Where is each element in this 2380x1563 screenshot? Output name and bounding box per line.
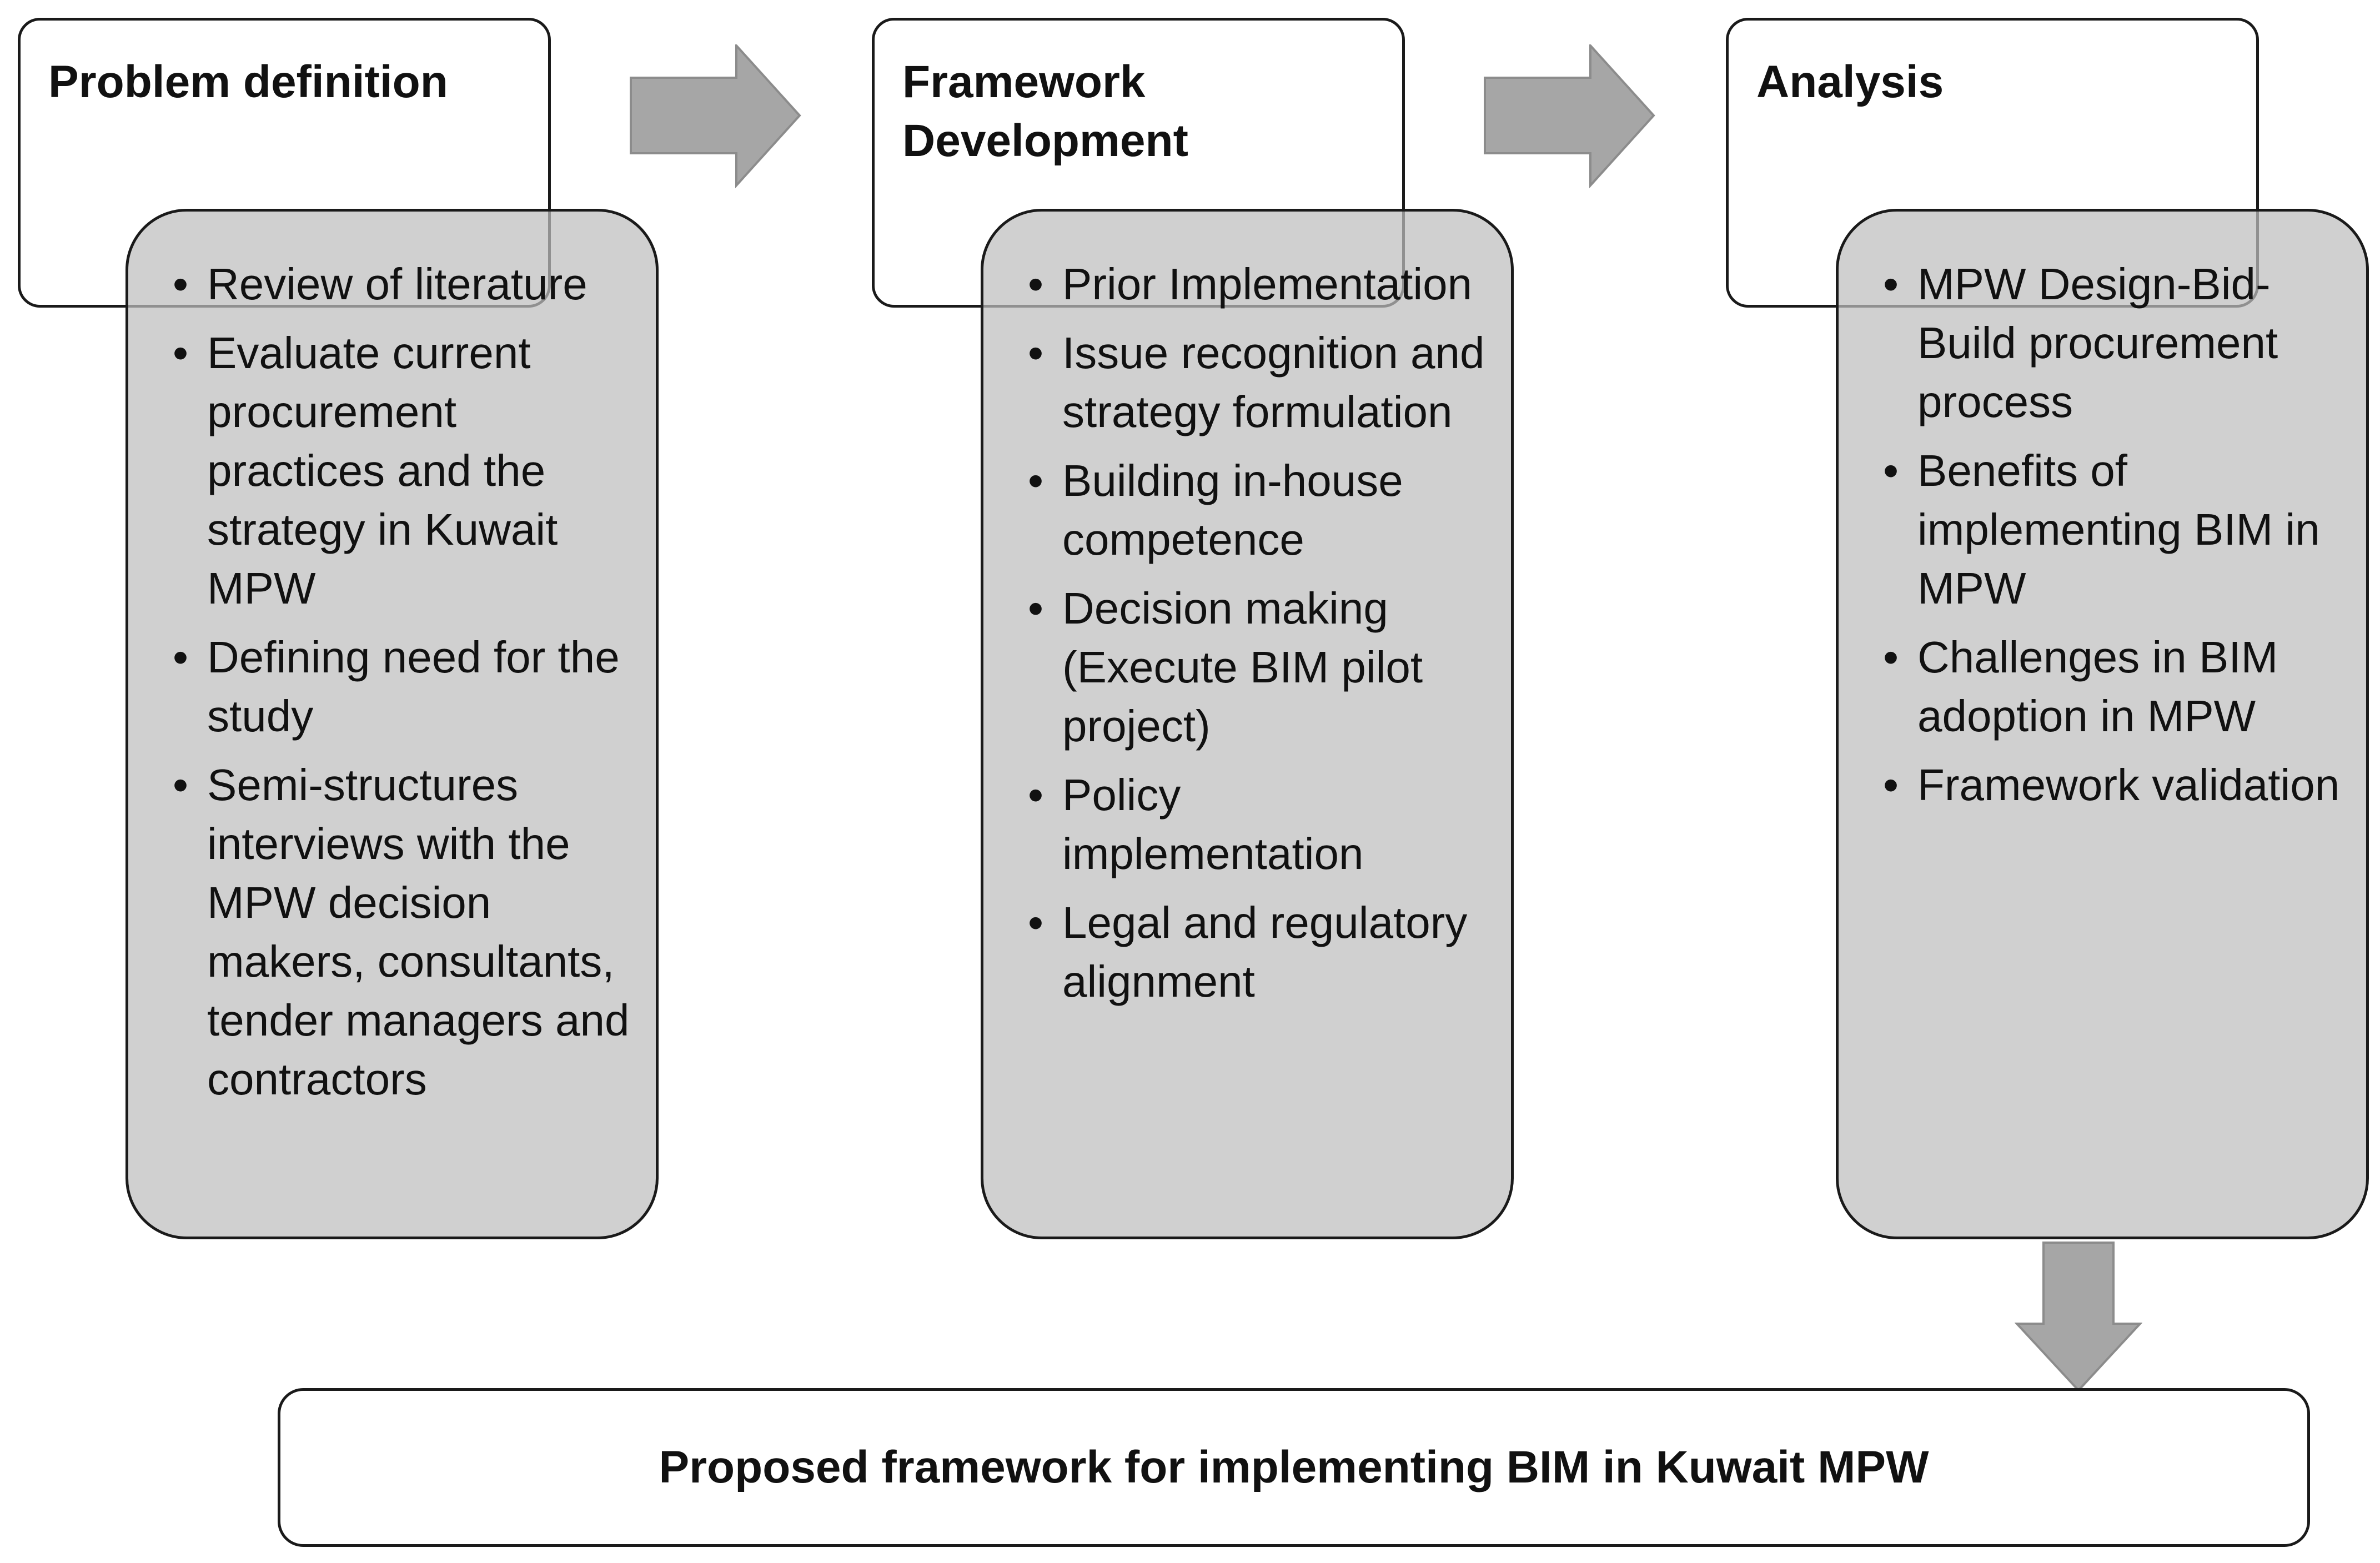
list-item-text: Legal and regulatory alignment [1062,898,1468,1006]
list-item-text: Challenges in BIM adoption in MPW [1917,632,2278,741]
bullet-icon: • [1883,259,1899,309]
bullet-icon: • [1028,770,1044,820]
bullet-icon: • [1883,446,1899,495]
bullet-icon: • [173,259,189,309]
list-item: • MPW Design-Bid-Build procurement proces… [1883,255,2344,431]
bullet-icon: • [1028,259,1044,309]
list-item: • Review of literature [173,255,634,314]
proposed-framework-label: Proposed framework for implementing BIM … [659,1442,1929,1492]
list-item-text: Policy implementation [1062,770,1364,878]
stage-2-content-box: • Prior Implementation • Issue recognition… [981,209,1514,1239]
list-item-text: Building in-house competence [1062,456,1403,564]
stage-2-title: Framework Development [902,57,1188,166]
list-item: • Evaluate current procurement practices … [173,324,634,618]
stage-1-content-box: • Review of literature • Evaluate current … [125,209,659,1239]
list-item-text: Framework validation [1917,760,2340,810]
list-item-text: Evaluate current procurement practices a… [207,328,558,613]
bullet-icon: • [173,632,189,682]
stage-1-title: Problem definition [48,57,448,107]
list-item: • Building in-house competence [1028,451,1489,569]
list-item-text: MPW Design-Bid-Build procurement process [1917,259,2278,426]
bullet-icon: • [1883,632,1899,682]
list-item: • Defining need for the study [173,628,634,746]
bullet-icon: • [1028,456,1044,505]
bullet-icon: • [1028,584,1044,633]
bullet-icon: • [1883,760,1899,810]
down-arrow-icon [2015,1242,2142,1392]
right-arrow-icon [630,44,801,189]
right-arrow-icon [1484,44,1655,189]
stage-3-bullet-list: • MPW Design-Bid-Build procurement proces… [1883,255,2344,825]
list-item-text: Prior Implementation [1062,259,1473,309]
list-item-text: Review of literature [207,259,588,309]
bullet-icon: • [1028,328,1044,378]
list-item: • Semi-structures interviews with the MPW… [173,756,634,1109]
list-item-text: Semi-structures interviews with the MPW … [207,760,630,1104]
list-item: • Issue recognition and strategy formulat… [1028,324,1489,441]
list-item: • Challenges in BIM adoption in MPW [1883,628,2344,746]
stage-2-bullet-list: • Prior Implementation • Issue recognition… [1028,255,1489,1021]
list-item: • Prior Implementation [1028,255,1489,314]
list-item-text: Issue recognition and strategy formulati… [1062,328,1485,436]
list-item-text: Benefits of implementing BIM in MPW [1917,446,2320,613]
list-item-text: Decision making (Execute BIM pilot proje… [1062,584,1423,751]
stage-1-bullet-list: • Review of literature • Evaluate current … [173,255,634,1119]
stage-3-content-box: • MPW Design-Bid-Build procurement proces… [1836,209,2369,1239]
bullet-icon: • [1028,898,1044,947]
list-item: • Benefits of implementing BIM in MPW [1883,441,2344,618]
list-item: • Framework validation [1883,756,2344,815]
bullet-icon: • [173,328,189,378]
bullet-icon: • [173,760,189,810]
proposed-framework-box: Proposed framework for implementing BIM … [278,1388,2310,1547]
list-item-text: Defining need for the study [207,632,620,741]
stage-3-title: Analysis [1756,57,1944,107]
list-item: • Decision making (Execute BIM pilot proj… [1028,579,1489,756]
list-item: • Legal and regulatory alignment [1028,893,1489,1011]
list-item: • Policy implementation [1028,766,1489,883]
